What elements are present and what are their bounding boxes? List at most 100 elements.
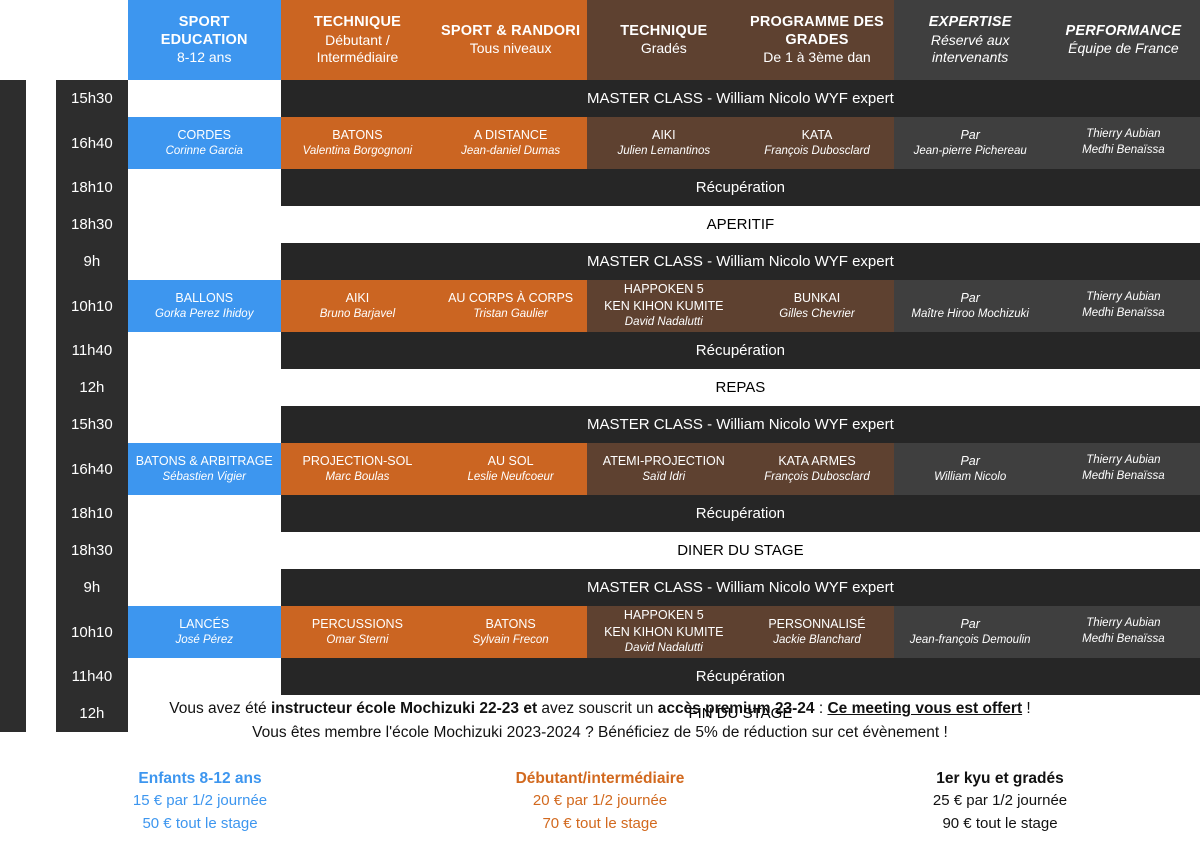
session-title: Par	[960, 453, 980, 468]
session-title: BATONS	[332, 127, 383, 142]
empty-cell	[127, 332, 281, 369]
row-spacer	[25, 369, 57, 406]
time-label: 12h	[56, 369, 128, 406]
column-header-subtitle: Équipe de France	[1068, 40, 1179, 57]
session-title: BATONS & ARBITRAGE	[135, 453, 273, 468]
break-band: Récupération	[280, 169, 1200, 206]
session-instructor: Jackie Blanchard	[773, 633, 861, 646]
session-cell[interactable]: PERSONNALISÉ Jackie Blanchard	[740, 606, 894, 658]
promo-b3: Ce meeting vous est offert	[827, 700, 1023, 717]
price-half-day: 25 € par 1/2 journée	[932, 792, 1068, 810]
session-title: AU SOL	[487, 453, 534, 468]
price-half-day: 20 € par 1/2 journée	[532, 792, 668, 810]
break-band: Récupération	[280, 495, 1200, 532]
time-label: 9h	[56, 243, 128, 280]
price-heading: Enfants 8-12 ans	[138, 770, 262, 788]
session-instructor: Julien Lemantinos	[617, 144, 711, 157]
empty-cell	[127, 695, 281, 732]
row-spacer	[25, 332, 57, 369]
session-cell[interactable]: BATONS Sylvain Frecon	[434, 606, 588, 658]
empty-cell	[127, 495, 281, 532]
session-title: PERSONNALISÉ	[768, 616, 866, 631]
price-full-stage: 50 € tout le stage	[142, 814, 258, 832]
column-header-title: TECHNIQUE	[313, 14, 402, 31]
session-cell[interactable]: AIKI Julien Lemantinos	[587, 117, 741, 169]
empty-cell	[127, 369, 281, 406]
price-full-stage: 70 € tout le stage	[542, 814, 658, 832]
column-header-subtitle: Débutant /Intermédiaire	[316, 31, 399, 66]
row-spacer	[25, 569, 57, 606]
session-instructor: François Dubosclard	[764, 144, 870, 157]
session-instructor: Marc Boulas	[325, 470, 390, 483]
session-title: Par	[960, 127, 980, 142]
row-spacer	[25, 443, 57, 495]
empty-cell	[127, 80, 281, 117]
empty-cell	[127, 243, 281, 280]
row-spacer	[25, 532, 57, 569]
session-instructor: Sylvain Frecon	[472, 633, 549, 646]
promo-line-2: Vous êtes membre l'école Mochizuki 2023-…	[252, 724, 948, 742]
session-instructor: Gorka Perez Ihidoy	[155, 307, 254, 320]
session-title: AIKI	[651, 127, 676, 142]
empty-cell	[127, 406, 281, 443]
time-label: 10h10	[56, 606, 128, 658]
time-label: 18h10	[56, 169, 128, 206]
time-label: 15h30	[56, 406, 128, 443]
empty-cell	[127, 532, 281, 569]
master-class-band: MASTER CLASS - William Nicolo WYF expert	[280, 80, 1200, 117]
time-label: 18h30	[56, 206, 128, 243]
time-label: 16h40	[56, 443, 128, 495]
column-header-subtitle: 8-12 ans	[176, 49, 232, 66]
session-title: BATONS	[485, 616, 536, 631]
session-instructor: Omar Sterni	[326, 633, 389, 646]
row-spacer	[25, 695, 57, 732]
meal-band: REPAS	[280, 369, 1200, 406]
time-label: 16h40	[56, 117, 128, 169]
promo-p4: !	[1022, 700, 1031, 717]
